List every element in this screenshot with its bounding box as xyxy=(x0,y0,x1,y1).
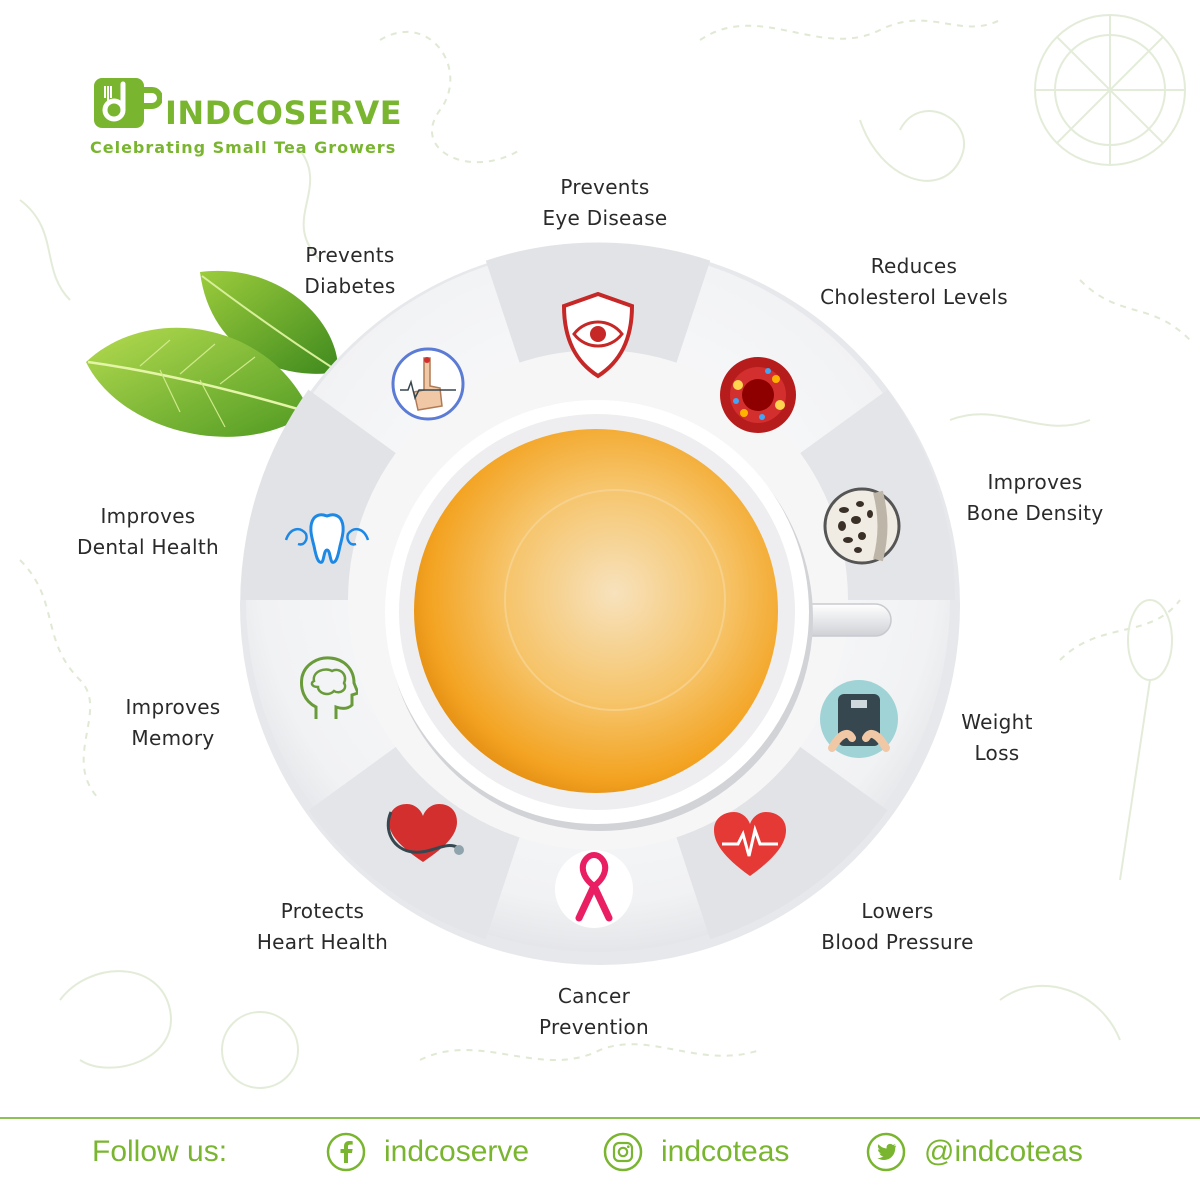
twitter-link[interactable]: @indcoteas xyxy=(866,1130,1083,1174)
brand-name: INDCOSERVE xyxy=(165,94,403,132)
blood-vessel-icon xyxy=(720,357,796,433)
benefit-line: Heart Health xyxy=(256,930,389,954)
benefit-heart-health: Protects Heart Health xyxy=(240,896,405,958)
stethoscope-heart-icon xyxy=(386,804,464,862)
benefit-line: Dental Health xyxy=(77,535,219,559)
leaf-front xyxy=(86,327,310,437)
benefit-line: Bone Density xyxy=(966,501,1104,525)
benefit-blood-pressure: Lowers Blood Pressure xyxy=(805,896,990,958)
twitter-icon xyxy=(866,1132,906,1172)
strong-tooth-icon xyxy=(284,513,370,564)
benefit-line: Loss xyxy=(974,741,1020,765)
benefit-line: Reduces xyxy=(870,254,958,278)
tea-cup-saucer xyxy=(240,242,960,965)
instagram-link[interactable]: indcoteas xyxy=(603,1130,789,1174)
facebook-icon xyxy=(326,1132,366,1172)
cup-handle xyxy=(799,603,892,637)
weighing-scale-icon xyxy=(820,680,898,758)
follow-us-label: Follow us: xyxy=(92,1135,228,1168)
benefit-line: Diabetes xyxy=(304,274,396,298)
benefit-line: Eye Disease xyxy=(542,206,668,230)
benefit-line: Memory xyxy=(131,726,215,750)
heartbeat-icon xyxy=(714,812,786,876)
eye-shield-icon xyxy=(561,291,635,379)
tea-leaves xyxy=(86,270,339,437)
facebook-link[interactable]: indcoserve xyxy=(326,1130,529,1174)
benefit-line: Weight xyxy=(961,710,1033,734)
benefit-cholesterol: Reduces Cholesterol Levels xyxy=(800,251,1028,313)
benefit-bone-density: Improves Bone Density xyxy=(950,467,1120,529)
twitter-handle: @indcoteas xyxy=(924,1135,1083,1168)
brain-head-icon xyxy=(300,656,358,719)
benefit-line: Cholesterol Levels xyxy=(820,285,1008,309)
pink-ribbon-icon xyxy=(555,850,633,928)
logo-cup-icon xyxy=(94,78,162,128)
tea-surface xyxy=(414,429,778,793)
footer-divider xyxy=(0,1117,1200,1119)
benefit-line: Prevention xyxy=(539,1015,649,1039)
instagram-icon xyxy=(603,1132,643,1172)
background-doodles xyxy=(19,14,1191,1089)
benefit-eye-disease: Prevents Eye Disease xyxy=(505,172,705,234)
benefit-line: Lowers xyxy=(861,899,934,923)
benefit-line: Improves xyxy=(987,470,1083,494)
leaf-back xyxy=(200,270,339,374)
benefit-line: Improves xyxy=(125,695,221,719)
finger-glucose-icon xyxy=(391,347,465,421)
benefit-diabetes: Prevents Diabetes xyxy=(290,240,410,302)
benefit-dental-health: Improves Dental Health xyxy=(60,501,236,563)
benefit-line: Cancer xyxy=(557,984,631,1008)
instagram-handle: indcoteas xyxy=(661,1135,790,1168)
bone-density-icon xyxy=(823,487,901,565)
brand-tagline: Celebrating Small Tea Growers xyxy=(90,138,397,157)
benefit-line: Blood Pressure xyxy=(821,930,974,954)
benefit-weight-loss: Weight Loss xyxy=(937,707,1057,769)
benefit-cancer-prevention: Cancer Prevention xyxy=(514,981,674,1043)
benefit-line: Prevents xyxy=(305,243,395,267)
facebook-handle: indcoserve xyxy=(384,1135,530,1168)
benefit-memory: Improves Memory xyxy=(108,692,238,754)
benefit-line: Improves xyxy=(100,504,196,528)
benefit-line: Prevents xyxy=(560,175,650,199)
benefit-line: Protects xyxy=(280,899,365,923)
